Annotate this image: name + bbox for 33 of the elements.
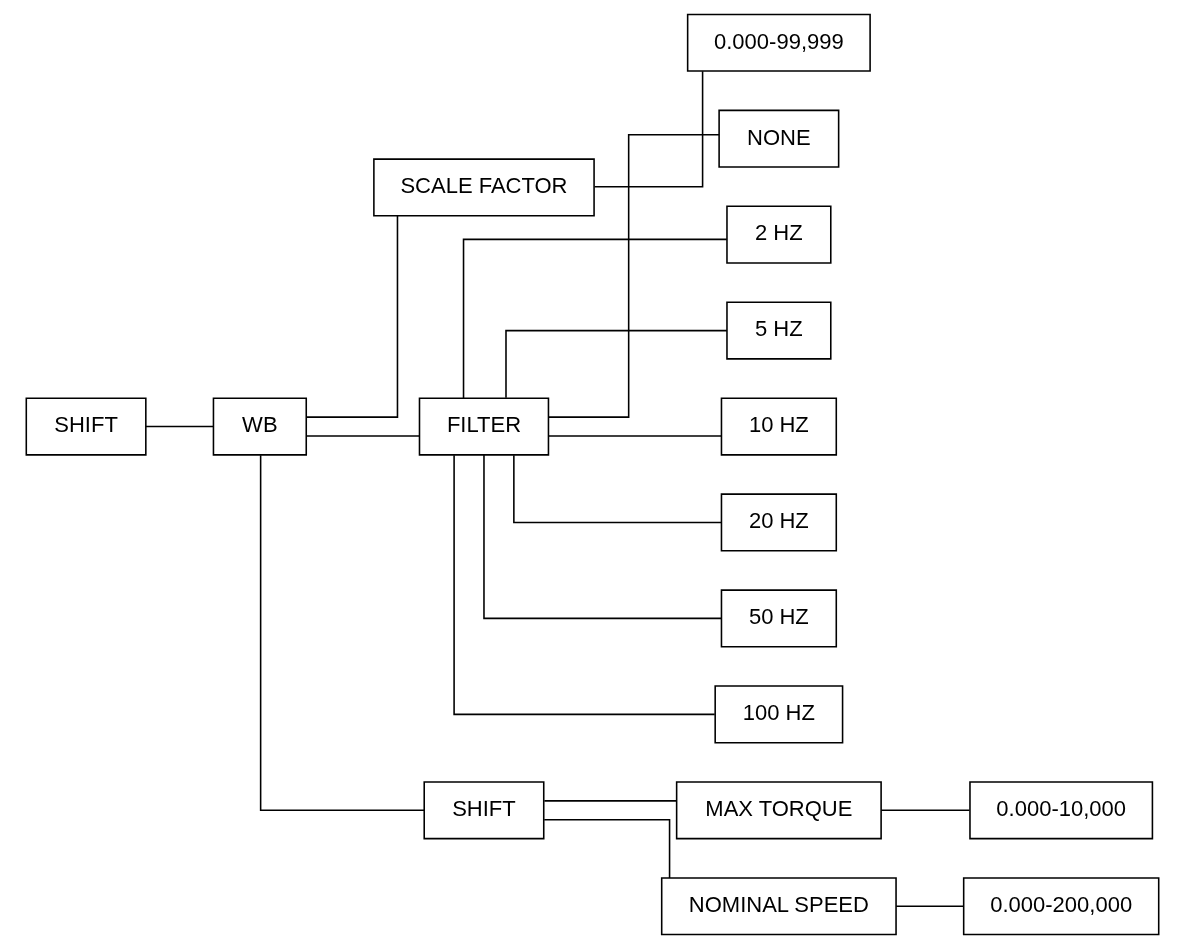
node-box: SHIFT bbox=[25, 397, 147, 456]
connector bbox=[259, 454, 425, 812]
connector bbox=[543, 800, 677, 802]
node-box: 2 HZ bbox=[725, 205, 832, 264]
connector bbox=[894, 905, 964, 907]
connector bbox=[452, 454, 715, 716]
connector bbox=[504, 329, 728, 399]
node-box: 0.000-99,999 bbox=[686, 13, 871, 72]
node-box: 0.000-200,000 bbox=[962, 877, 1159, 936]
node-box: 5 HZ bbox=[725, 301, 832, 360]
connector bbox=[144, 425, 214, 428]
connector bbox=[593, 70, 703, 188]
connector bbox=[547, 435, 722, 437]
node-box: 100 HZ bbox=[713, 685, 843, 744]
connector bbox=[512, 454, 722, 524]
node-box: SHIFT bbox=[422, 781, 545, 840]
node-box: NONE bbox=[717, 109, 839, 168]
node-box: MAX TORQUE bbox=[675, 781, 882, 840]
connector bbox=[462, 238, 728, 399]
node-box: SCALE FACTOR bbox=[372, 158, 595, 217]
node-box: NOMINAL SPEED bbox=[660, 877, 897, 936]
node-box: FILTER bbox=[418, 397, 549, 456]
connector bbox=[482, 454, 722, 620]
node-box: WB bbox=[212, 397, 307, 456]
node-box: 20 HZ bbox=[720, 493, 837, 552]
connector bbox=[305, 435, 420, 437]
node-box: 50 HZ bbox=[720, 589, 837, 648]
node-box: 0.000-10,000 bbox=[968, 781, 1153, 840]
connector bbox=[542, 818, 670, 879]
connector bbox=[879, 809, 970, 812]
connector bbox=[305, 215, 398, 418]
node-box: 10 HZ bbox=[720, 397, 837, 456]
connector bbox=[547, 134, 720, 418]
